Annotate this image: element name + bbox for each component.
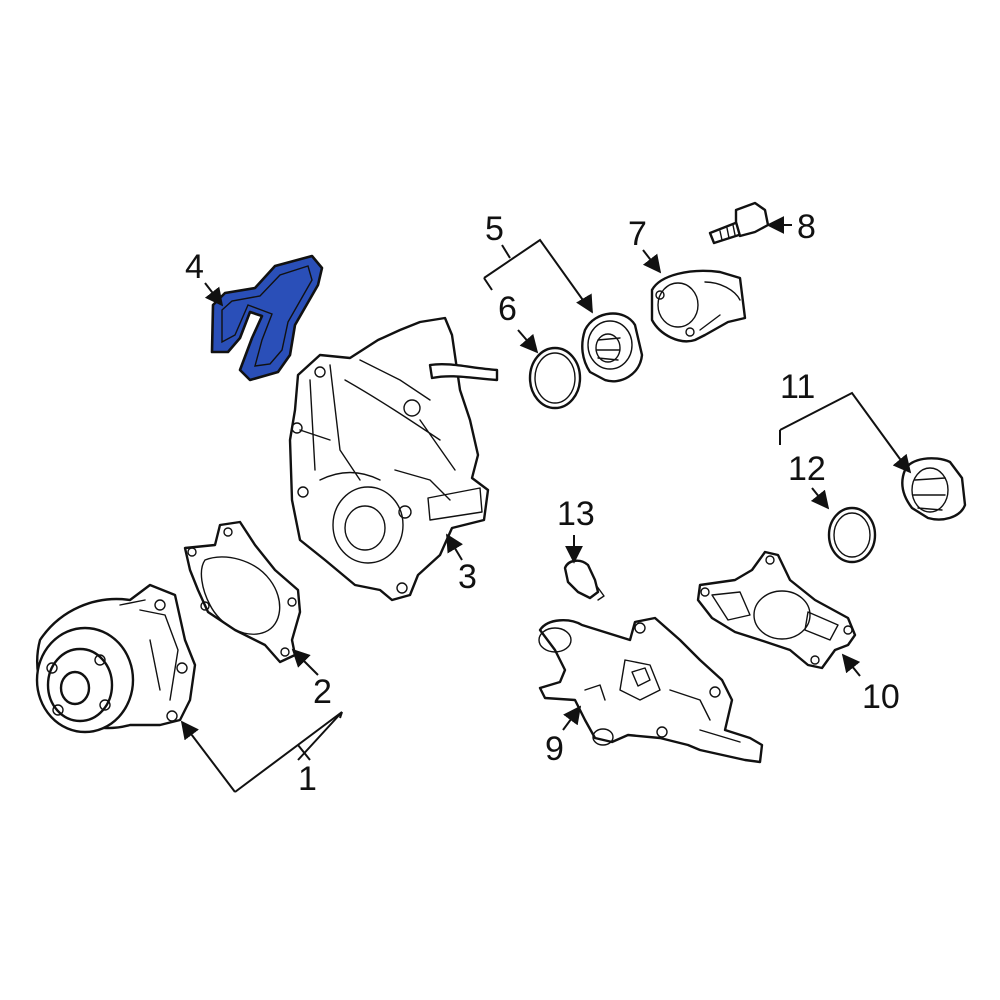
- part-2-pump-gasket[interactable]: [183, 520, 302, 664]
- part-11-cap[interactable]: [901, 457, 967, 521]
- part-10-outlet-gasket[interactable]: [696, 550, 857, 670]
- leader-lines: [180, 216, 912, 793]
- callout-12[interactable]: 12: [788, 450, 826, 488]
- part-1-water-pump[interactable]: [35, 583, 197, 734]
- callout-1[interactable]: 1: [298, 760, 317, 798]
- callout-10[interactable]: 10: [862, 678, 900, 716]
- callout-5[interactable]: 5: [485, 210, 504, 248]
- callout-11[interactable]: 11: [780, 368, 815, 406]
- part-3-front-cover[interactable]: [288, 316, 499, 602]
- part-4-cover-gasket[interactable]: [210, 254, 324, 382]
- part-13-sensor[interactable]: [563, 559, 605, 601]
- callout-13[interactable]: 13: [557, 495, 595, 533]
- part-7-thermostat-housing[interactable]: [650, 269, 747, 343]
- part-6-o-ring[interactable]: [528, 346, 582, 410]
- callout-4[interactable]: 4: [185, 248, 204, 286]
- part-12-o-ring[interactable]: [827, 506, 877, 564]
- callout-labels: 1 2 3 4 5 6 7 8 9 10 11 12 13: [185, 208, 900, 798]
- callout-2[interactable]: 2: [313, 673, 332, 711]
- callout-9[interactable]: 9: [545, 730, 564, 768]
- callout-6[interactable]: 6: [498, 290, 517, 328]
- callout-7[interactable]: 7: [628, 215, 647, 253]
- part-8-bolt[interactable]: [708, 201, 770, 245]
- part-5-thermostat[interactable]: [581, 312, 644, 383]
- callout-8[interactable]: 8: [797, 208, 816, 246]
- callout-3[interactable]: 3: [458, 558, 477, 596]
- part-9-outlet-housing[interactable]: [538, 616, 764, 764]
